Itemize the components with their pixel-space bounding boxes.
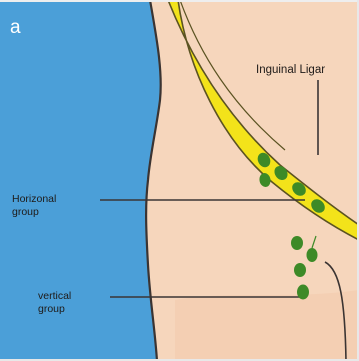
horizontal-group-label: Horizonal group xyxy=(12,193,56,219)
lymph-node xyxy=(297,285,309,300)
lower-skin-shading xyxy=(175,290,359,361)
inguinal-ligament-label: Inguinal Ligar xyxy=(256,64,325,77)
panel-letter: a xyxy=(10,18,21,38)
lymph-node xyxy=(294,263,306,277)
lymph-node xyxy=(307,248,318,262)
vertical-group-label: vertical group xyxy=(38,290,71,316)
lymph-node xyxy=(291,236,303,250)
